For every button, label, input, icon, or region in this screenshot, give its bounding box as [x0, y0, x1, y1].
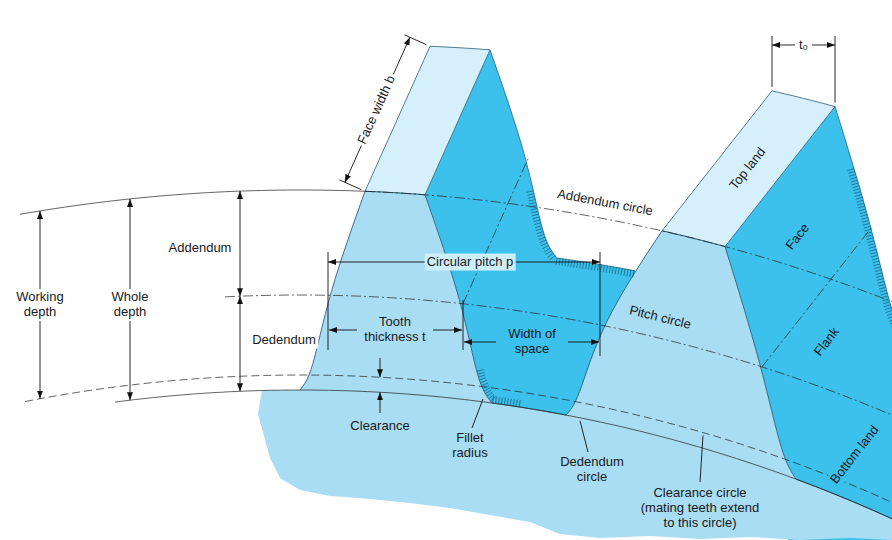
- dimension-label: Circular pitch p: [425, 254, 516, 271]
- dimension-arrow: [345, 37, 410, 182]
- top-land-face: [365, 46, 490, 195]
- pitch-line: [463, 159, 528, 304]
- addendum-circle: [20, 190, 365, 214]
- dimension-arrow: [329, 330, 357, 331]
- fillet-hatching: [847, 169, 892, 342]
- extension-line: [339, 180, 361, 190]
- dimension-label: Whole depth: [97, 289, 163, 321]
- part-label: Flank: [809, 323, 844, 362]
- dimension-label: Dedendum: [250, 332, 318, 349]
- dimension-arrow: [240, 296, 241, 391]
- dimension-arrow: [240, 191, 241, 296]
- back-flank-edge: [835, 107, 892, 340]
- tooth-profile: [300, 191, 892, 518]
- pitch-line: [762, 227, 872, 367]
- circle-label: Pitch circle: [626, 302, 695, 334]
- back-flank-edge: [490, 50, 557, 258]
- dimension-arrow: [464, 342, 496, 343]
- part-label: Top land: [725, 143, 771, 195]
- part-label: Face: [781, 219, 815, 255]
- dimension-label: Addendum: [167, 240, 234, 257]
- clearance-circle: [25, 375, 892, 502]
- dimension-arrow: [380, 392, 381, 413]
- top-land-face: [662, 91, 835, 247]
- dimension-arrow: [568, 342, 599, 343]
- extension-line: [463, 300, 464, 350]
- dimension-label: Clearance: [348, 418, 411, 435]
- circle-label: Clearance circle (mating teeth extend to…: [636, 485, 764, 532]
- part-label: Fillet radius: [443, 430, 497, 462]
- extension-line: [600, 252, 601, 356]
- dimension-arrow: [812, 45, 835, 46]
- extension-line: [772, 36, 773, 87]
- dimension-arrow: [380, 358, 381, 377]
- part-label: Bottom land: [826, 421, 885, 489]
- extension-line: [835, 36, 836, 103]
- extension-line: [328, 252, 329, 350]
- gear-body-face: [258, 191, 892, 540]
- fillet-hatching: [477, 370, 521, 408]
- dimension-arrow: [433, 330, 462, 331]
- dimension-label: Tooth thickness t: [357, 314, 433, 346]
- leader-line: [472, 399, 483, 428]
- dimension-label: t₀: [797, 37, 810, 54]
- dimension-label: Face width b: [354, 71, 401, 149]
- dimension-label: Width of space: [498, 326, 566, 358]
- dedendum-circle: [115, 390, 892, 519]
- leader-line: [700, 436, 703, 482]
- pitch-circle: [225, 295, 892, 415]
- circle-label: Dedendum circle: [554, 454, 630, 486]
- dimension-label: Working depth: [7, 289, 73, 321]
- leader-line: [580, 421, 588, 452]
- circle-label: Addendum circle: [554, 185, 656, 220]
- dimension-arrow: [772, 45, 795, 46]
